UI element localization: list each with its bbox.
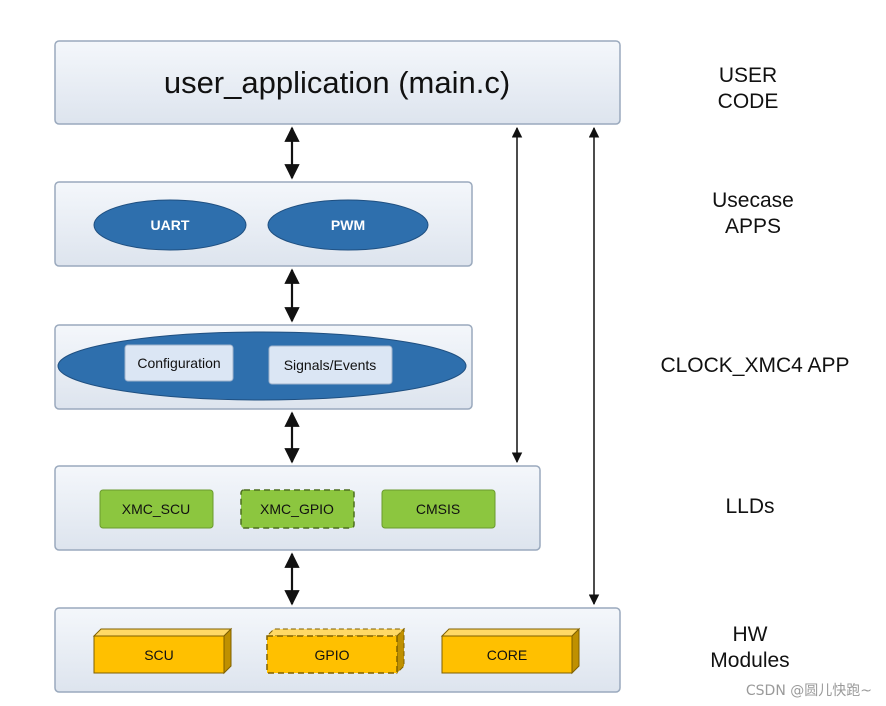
gpio-block: GPIO (265, 627, 406, 675)
clock-app-label: CLOCK_XMC4 APP (660, 354, 850, 377)
user-code-label-line2: CODE (717, 90, 779, 113)
scu-label: SCU (144, 647, 174, 663)
cmsis-label: CMSIS (416, 501, 460, 517)
user-code-layer: user_application (main.c) (54, 40, 621, 125)
xmc-gpio-box (240, 489, 355, 529)
clock-app-ellipse (57, 331, 467, 401)
signals-events-box (268, 345, 393, 385)
user-code-label-line1: USER (718, 64, 778, 87)
uart-ellipse (93, 199, 247, 251)
xmc-scu-box (99, 489, 214, 529)
gpio-label: GPIO (314, 647, 349, 663)
configuration-box (124, 344, 234, 382)
usecase-apps-layer: UART PWM (54, 181, 473, 267)
hw-label-line1: HW (732, 623, 768, 646)
core-label: CORE (487, 647, 527, 663)
core-block: CORE (440, 627, 581, 675)
configuration-label: Configuration (137, 355, 220, 371)
pwm-label: PWM (331, 217, 365, 233)
clock-app-side-label: CLOCK_XMC4 APP (640, 353, 870, 379)
llds-label: LLDs (725, 495, 775, 518)
hw-modules-side-label: HW Modules (690, 622, 810, 674)
scu-block: SCU (92, 627, 233, 675)
xmc-scu-label: XMC_SCU (122, 501, 190, 517)
watermark-text: CSDN @圆儿快跑~ (745, 683, 872, 699)
usecase-apps-side-label: Usecase APPS (693, 188, 813, 240)
llds-layer: XMC_SCU XMC_GPIO CMSIS (54, 465, 541, 551)
pwm-ellipse (267, 199, 429, 251)
cmsis-box (381, 489, 496, 529)
user-code-side-label: USER CODE (688, 63, 808, 115)
connector-arrows (284, 126, 600, 606)
user-application-title: user_application (main.c) (164, 65, 510, 100)
hw-modules-layer: SCU GPIO CORE (54, 607, 621, 693)
llds-side-label: LLDs (700, 494, 800, 520)
uart-label: UART (151, 217, 190, 233)
hw-label-line2: Modules (710, 649, 790, 672)
user-code-box (54, 40, 621, 125)
xmc-gpio-label: XMC_GPIO (260, 501, 334, 517)
usecase-label-line2: APPS (724, 215, 782, 238)
usecase-label-line1: Usecase (712, 189, 794, 212)
clock-app-layer: Configuration Signals/Events (54, 324, 473, 410)
signals-events-label: Signals/Events (284, 357, 377, 373)
